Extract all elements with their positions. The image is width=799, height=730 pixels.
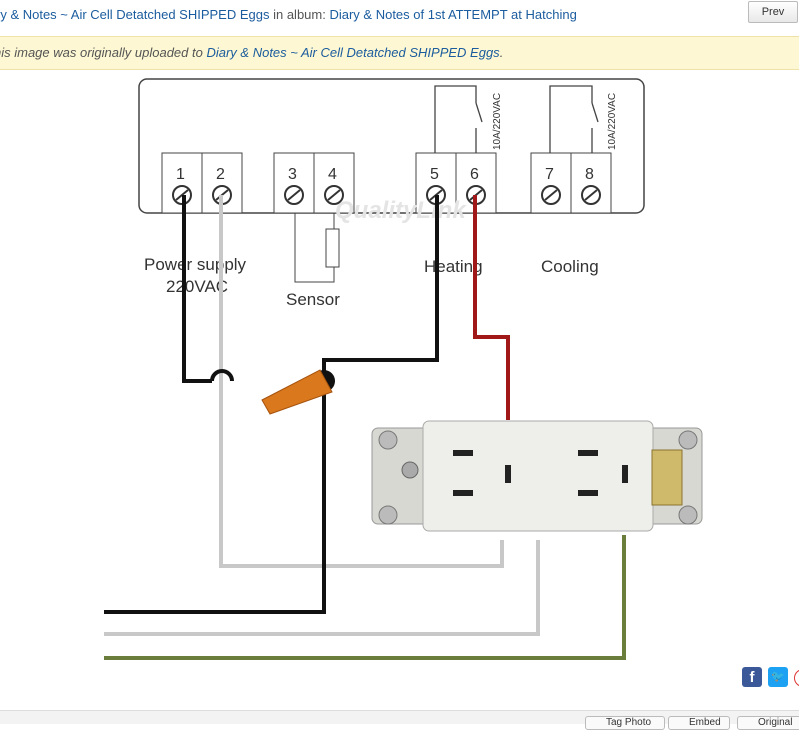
facebook-share-icon[interactable]: f: [742, 667, 762, 687]
white-wire-main: [104, 540, 540, 636]
relay-rating-cooling: 10A/220VAC: [607, 93, 618, 150]
album-link[interactable]: Diary & Notes of 1st ATTEMPT at Hatching: [329, 7, 577, 22]
terminal-number: 1: [176, 166, 185, 183]
sensor-thermistor: [325, 228, 340, 268]
green-wire-ground: [104, 535, 626, 660]
black-wire-supply: [182, 195, 212, 383]
terminal-number: 5: [430, 166, 439, 183]
original-button[interactable]: Original: [737, 716, 799, 730]
terminal-block: 1 2 3 4 5 6 7 8: [161, 152, 612, 214]
photo-toolbar: Tag Photo Embed Original: [0, 710, 799, 730]
wiring-diagram-image[interactable]: 10A/220VAC 10A/220VAC 1 2 3 4 5 6 7 8 QualityLi…: [0, 70, 799, 710]
duplex-outlet: [371, 420, 703, 532]
embed-button[interactable]: Embed: [668, 716, 730, 730]
header: ry & Notes ~ Air Cell Detatched SHIPPED …: [0, 0, 799, 32]
wire-nut: [261, 369, 333, 415]
prev-button[interactable]: Prev: [748, 1, 798, 23]
notice-suffix: .: [499, 45, 504, 60]
notice-prefix: his image was originally uploaded to: [0, 45, 207, 60]
upload-notice: his image was originally uploaded to Dia…: [0, 36, 799, 70]
watermark: QualityLink: [335, 197, 467, 224]
tag-photo-button[interactable]: Tag Photo: [585, 716, 665, 730]
sensor-label: Sensor: [286, 290, 340, 309]
terminal-number: 7: [545, 166, 554, 183]
terminal-number: 2: [216, 166, 225, 183]
relay-heating: [434, 85, 483, 153]
white-wire-neutral: [219, 195, 504, 568]
notice-album-link[interactable]: Diary & Notes ~ Air Cell Detatched SHIPP…: [206, 45, 500, 60]
power-voltage-label: 220VAC: [166, 277, 228, 296]
red-wire-heating: [473, 195, 510, 420]
terminal-number: 3: [288, 166, 297, 183]
in-album-text: in album:: [269, 7, 330, 22]
terminal-number: 8: [585, 166, 594, 183]
wires: [104, 195, 626, 660]
black-wire-heating: [104, 195, 439, 614]
image-title-link[interactable]: ry & Notes ~ Air Cell Detatched SHIPPED …: [0, 7, 270, 22]
power-supply-label: Power supply: [144, 255, 247, 274]
page-title: ry & Notes ~ Air Cell Detatched SHIPPED …: [0, 7, 577, 22]
relay-cooling: [549, 85, 599, 153]
controller-outline: [138, 78, 645, 214]
sensor-wire: [294, 213, 335, 283]
cooling-label: Cooling: [541, 257, 599, 276]
twitter-share-icon[interactable]: 🐦: [768, 667, 788, 687]
terminal-number: 6: [470, 166, 479, 183]
relay-rating-heating: 10A/220VAC: [492, 93, 503, 150]
terminal-number: 4: [328, 166, 337, 183]
